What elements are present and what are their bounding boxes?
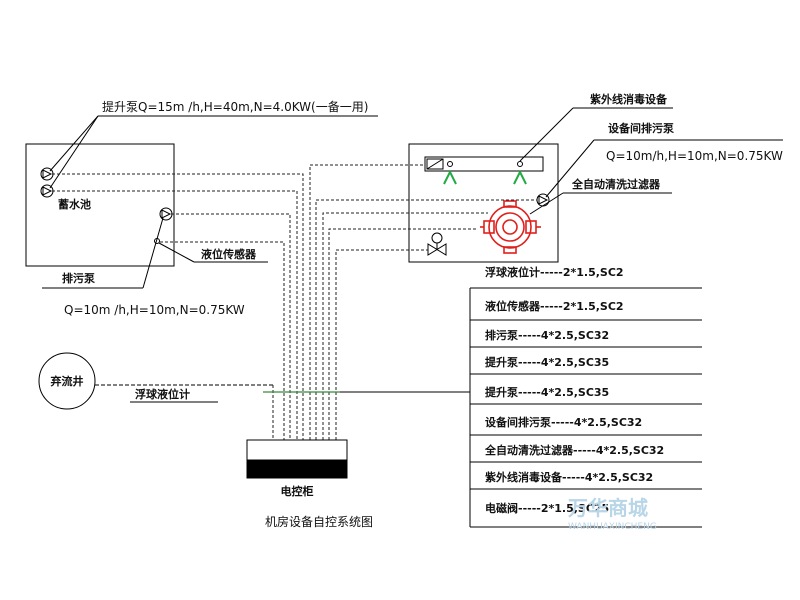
overflow-well — [38, 352, 96, 410]
cable-row: 设备间排污泵-----4*2.5,SC32 — [485, 415, 642, 429]
lift-pump-leader — [49, 115, 378, 189]
room-drain-leader — [545, 139, 783, 198]
cable-row: 紫外线消毒设备-----4*2.5,SC32 — [485, 470, 653, 484]
lift-pump-spec: 提升泵Q=15m /h,H=40m,N=4.0KW(一备一用) — [102, 99, 368, 114]
solenoid-valve-icon — [427, 232, 447, 256]
room-drain-pump-label: 设备间排污泵 — [608, 121, 674, 135]
auto-filter-leader — [529, 192, 672, 215]
cable-row: 浮球液位计-----2*1.5,SC2 — [485, 265, 624, 279]
storage-tank-label: 蓄水池 — [58, 197, 91, 211]
storage-tank — [25, 143, 175, 267]
cable-row: 提升泵-----4*2.5,SC35 — [485, 355, 609, 369]
cable-row: 液位传感器-----2*1.5,SC2 — [485, 299, 624, 313]
control-wires — [52, 164, 537, 440]
cable-row: 提升泵-----4*2.5,SC35 — [485, 385, 609, 399]
watermark-en: WANHUAXINCHENG — [568, 522, 657, 532]
control-cabinet — [246, 439, 348, 479]
level-sensor-leader — [158, 242, 268, 263]
drain-pump-leader — [42, 217, 164, 289]
equipment-room — [408, 143, 559, 263]
level-sensor-icon — [154, 238, 160, 244]
uv-device-label: 紫外线消毒设备 — [590, 92, 668, 106]
overflow-well-label: 弃流井 — [50, 374, 84, 388]
drain-pump-spec: Q=10m /h,H=10m,N=0.75KW — [64, 303, 245, 317]
auto-filter-label: 全自动清洗过滤器 — [571, 177, 661, 191]
drain-pump-label: 排污泵 — [62, 271, 95, 285]
level-sensor-label: 液位传感器 — [201, 247, 257, 261]
cable-row: 排污泵-----4*2.5,SC32 — [485, 328, 609, 342]
room-drain-spec: Q=10m/h,H=10m,N=0.75KW — [606, 149, 783, 163]
auto-filter-icon — [480, 200, 541, 254]
drain-pump-icon — [159, 207, 173, 221]
float-meter-label: 浮球液位计 — [135, 387, 190, 401]
cabinet-label: 电控柜 — [281, 484, 314, 498]
cable-row: 全自动清洗过滤器-----4*2.5,SC32 — [484, 443, 664, 457]
uv-device-icon — [424, 156, 544, 185]
diagram-title: 机房设备自控系统图 — [265, 514, 373, 529]
watermark-logo: 万华商城 WANHUAXINCHENG — [567, 496, 657, 532]
uv-leader — [519, 107, 673, 162]
cable-row: 电磁阀-----2*1.5,SC25 — [485, 501, 609, 515]
watermark-cn: 万华商城 — [567, 496, 648, 520]
cable-table-rows — [470, 287, 702, 528]
